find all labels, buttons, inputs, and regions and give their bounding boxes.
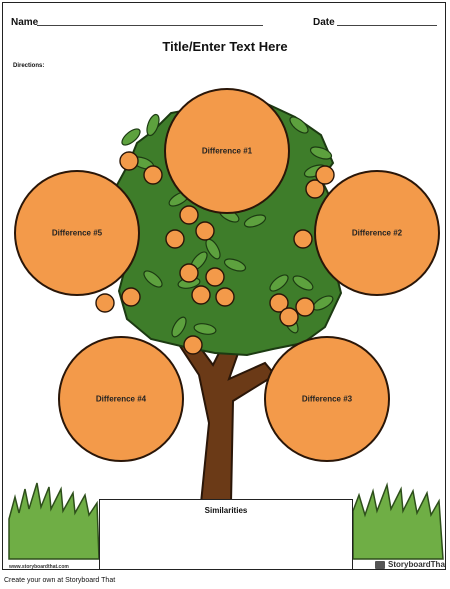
difference-2-label[interactable]: Difference #2 bbox=[351, 228, 403, 238]
tree-illustration bbox=[8, 88, 444, 560]
grass-right bbox=[352, 482, 444, 560]
footer-text: Create your own at Storyboard That bbox=[4, 577, 116, 584]
trunk-shape bbox=[176, 331, 277, 504]
difference-circle-2[interactable] bbox=[314, 170, 440, 296]
directions-label[interactable]: Directions: bbox=[13, 63, 45, 69]
difference-circle-1[interactable] bbox=[164, 88, 290, 214]
storyboardthat-logo-icon bbox=[375, 560, 385, 569]
worksheet: Name Date Title/Enter Text Here Directio… bbox=[2, 2, 446, 570]
difference-1-label[interactable]: Difference #1 bbox=[201, 146, 253, 156]
difference-circle-3[interactable] bbox=[264, 336, 390, 462]
orange-fruits bbox=[95, 151, 335, 355]
watermark-url: www.storyboardthat.com bbox=[9, 564, 69, 570]
watermark-brand: StoryboardThat bbox=[375, 560, 446, 569]
date-field[interactable] bbox=[337, 25, 437, 26]
name-field[interactable] bbox=[37, 25, 263, 26]
grass-left bbox=[8, 482, 100, 560]
page-title[interactable]: Title/Enter Text Here bbox=[162, 39, 288, 54]
date-label: Date bbox=[313, 17, 335, 28]
difference-3-label[interactable]: Difference #3 bbox=[301, 394, 353, 404]
name-label: Name bbox=[11, 17, 39, 28]
watermark-brand-text: StoryboardThat bbox=[388, 560, 446, 569]
difference-circle-4[interactable] bbox=[58, 336, 184, 462]
difference-5-label[interactable]: Difference #5 bbox=[51, 228, 103, 238]
similarities-box[interactable]: Similarities bbox=[99, 499, 353, 569]
similarities-label[interactable]: Similarities bbox=[204, 506, 248, 515]
difference-4-label[interactable]: Difference #4 bbox=[95, 394, 147, 404]
difference-circle-5[interactable] bbox=[14, 170, 140, 296]
